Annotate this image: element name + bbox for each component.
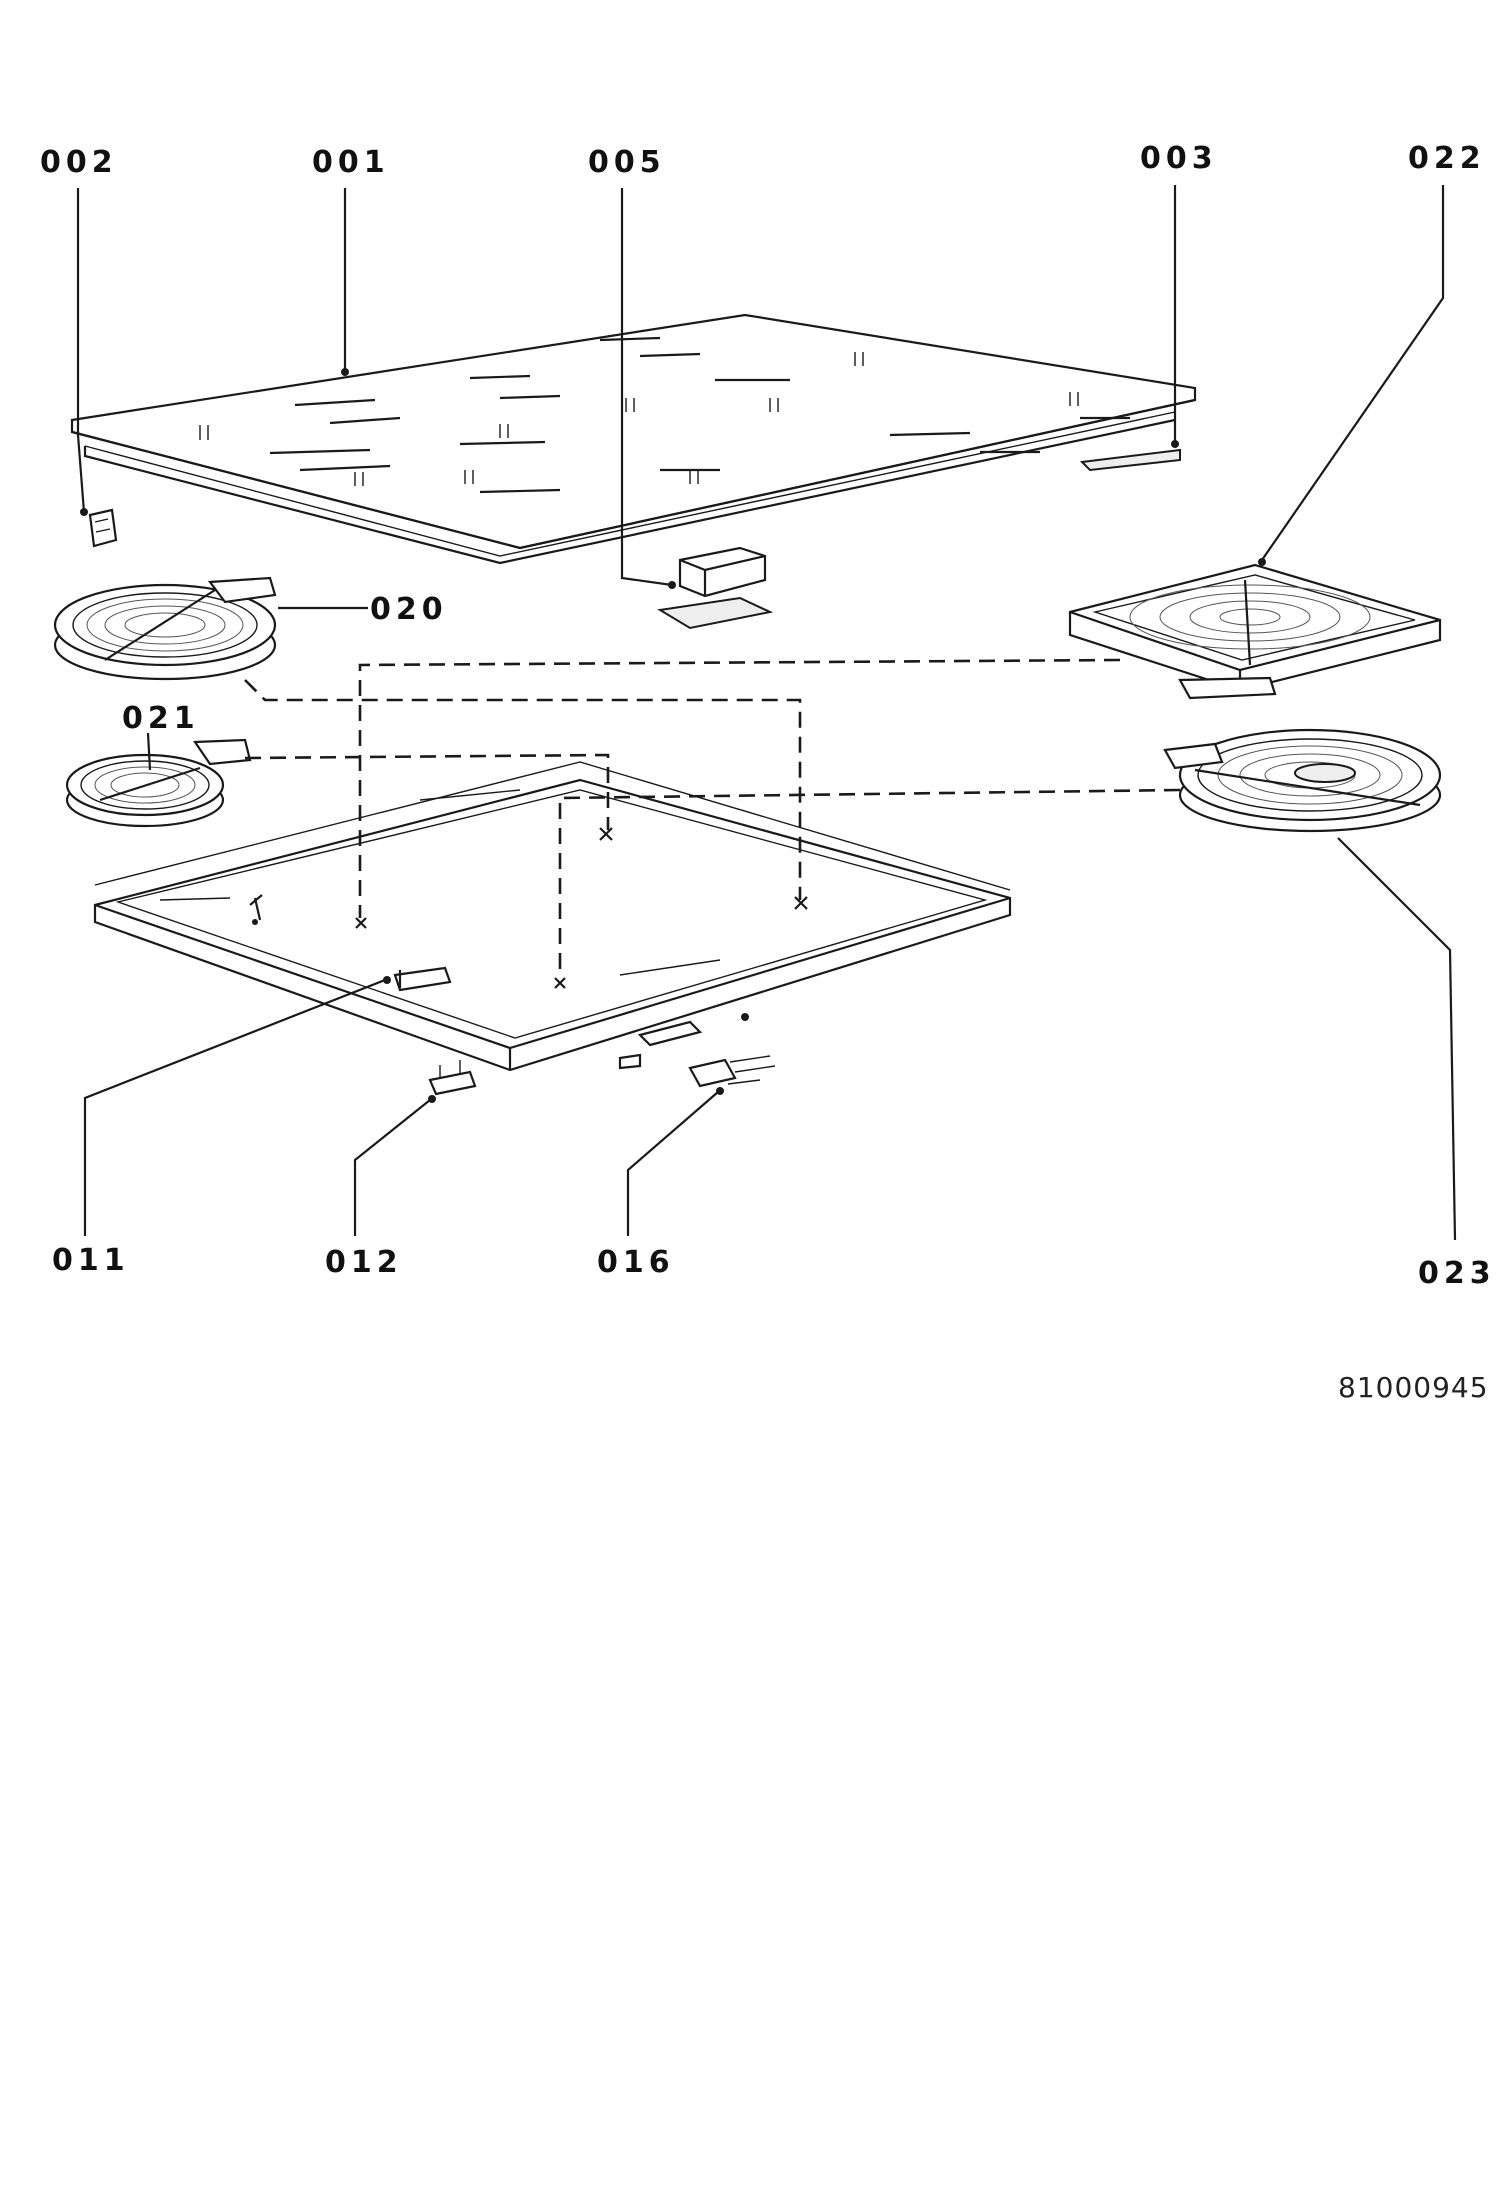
label-005: 005 — [588, 145, 666, 180]
document-number: 81000945 — [1338, 1371, 1489, 1404]
frame-feature-top-left — [249, 894, 263, 925]
label-011: 011 — [52, 1243, 130, 1278]
leader-lines — [76, 185, 1457, 1241]
bracket-part-011 — [393, 966, 452, 992]
label-002: 002 — [40, 145, 118, 180]
corner-clip-003 — [1079, 448, 1181, 472]
glass-tick-marks — [199, 352, 1079, 486]
label-021: 021 — [122, 701, 200, 736]
connector-part-016 — [688, 1055, 776, 1088]
mounting-marks — [355, 827, 808, 989]
clip-part-012 — [428, 1060, 477, 1096]
small-parts-bottom — [618, 1013, 749, 1070]
frame-tray — [93, 761, 1012, 1072]
label-001: 001 — [312, 145, 390, 180]
label-022: 022 — [1408, 141, 1486, 176]
label-023: 023 — [1418, 1256, 1496, 1291]
connector-part-005 — [657, 546, 774, 630]
heating-element-023 — [1163, 728, 1442, 833]
label-020: 020 — [370, 592, 448, 627]
glass-reflection-marks — [269, 336, 1130, 494]
heating-element-020 — [53, 576, 277, 681]
assembly-dashed-lines — [244, 658, 1181, 978]
label-003: 003 — [1140, 141, 1218, 176]
clip-part-002 — [88, 508, 118, 548]
glass-top-panel — [70, 313, 1197, 565]
label-012: 012 — [325, 1245, 403, 1280]
heating-element-022 — [1068, 563, 1442, 700]
heating-element-021 — [65, 738, 252, 828]
label-016: 016 — [597, 1245, 675, 1280]
